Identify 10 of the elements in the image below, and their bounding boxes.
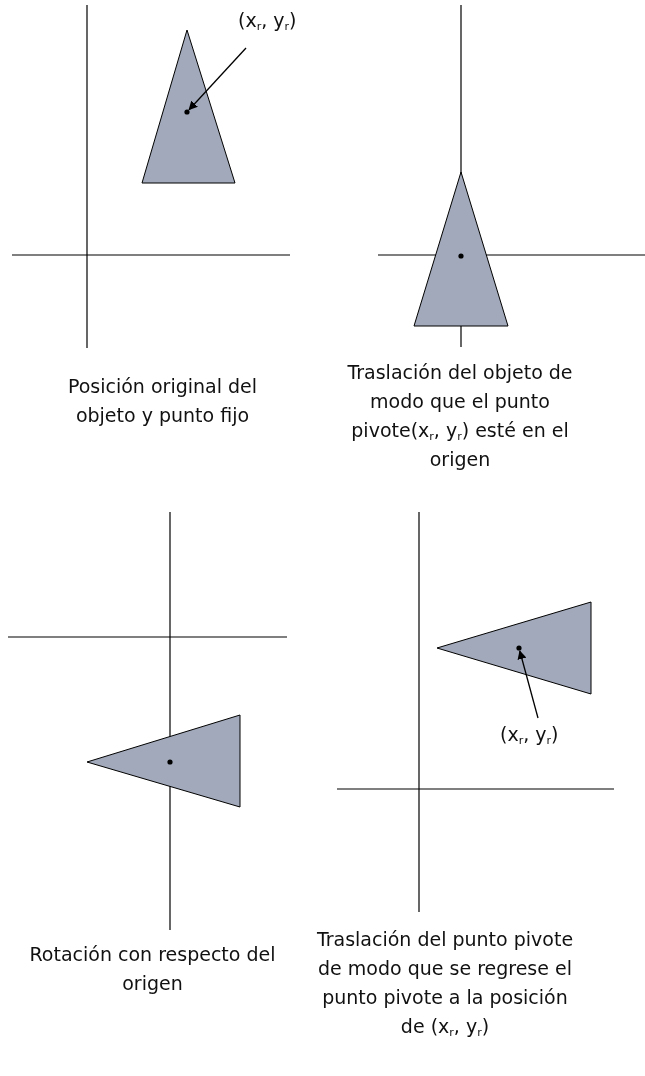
point-label: (x$_{r}$, y$_{r}$): [500, 722, 559, 746]
leader-arrow: [517, 650, 539, 719]
caption: Traslación del punto pivote de modo que se regrese el punto pivote a la posición de (x$_{r}$, y$_{r}$): [315, 927, 575, 1041]
leader-arrow: [188, 47, 247, 111]
point-label: (x$_{r}$, y$_{r}$): [238, 8, 297, 32]
caption: Rotación con respecto del origen: [28, 942, 277, 996]
pivot-dot: [184, 109, 190, 115]
caption: Traslación del objeto de modo que el punto pivote(x$_{r}$, y$_{r}$) esté en el origen: [346, 360, 574, 472]
pivot-dot: [516, 645, 522, 651]
caption: Posición original del objeto y punto fijo: [66, 374, 259, 428]
